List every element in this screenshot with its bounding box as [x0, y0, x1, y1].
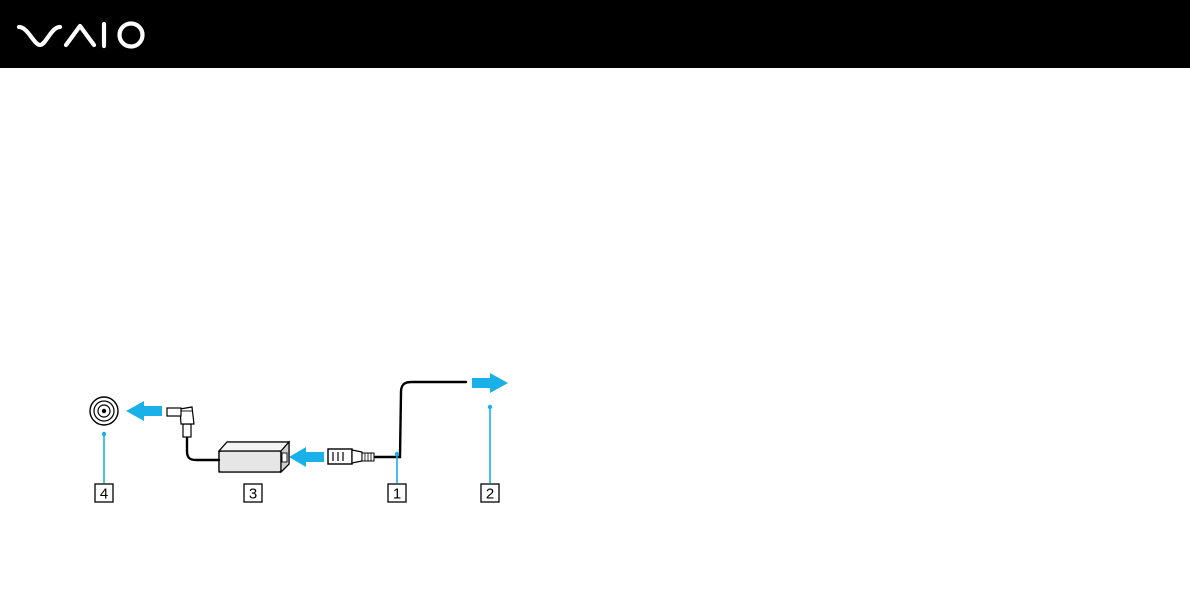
callout-label-3: 3 [249, 486, 257, 503]
ac-adapter-connection-diagram: 4 3 1 2 [0, 68, 1190, 597]
callout-1: 1 [388, 484, 406, 503]
callout-label-4: 4 [100, 486, 108, 503]
ac-adapter-icon [219, 442, 289, 472]
arrow-to-adapter-icon [289, 447, 324, 467]
callout-2: 2 [481, 484, 499, 503]
dc-plug-icon [167, 407, 194, 437]
arrow-to-dc-in-icon [126, 401, 162, 421]
callout-leader-lines [102, 405, 492, 483]
power-plug-icon [328, 449, 374, 464]
power-cord [374, 382, 466, 457]
callout-label-2: 2 [486, 486, 494, 503]
callout-4: 4 [95, 484, 113, 503]
callout-label-1: 1 [393, 486, 401, 503]
page-content: 4 3 1 2 [0, 68, 1190, 597]
dc-cable [187, 438, 219, 460]
callout-3: 3 [244, 484, 262, 503]
arrow-to-outlet-icon [472, 373, 508, 393]
header-bar [0, 0, 1190, 68]
vaio-logo [16, 18, 150, 50]
dc-in-port-icon [90, 397, 118, 425]
